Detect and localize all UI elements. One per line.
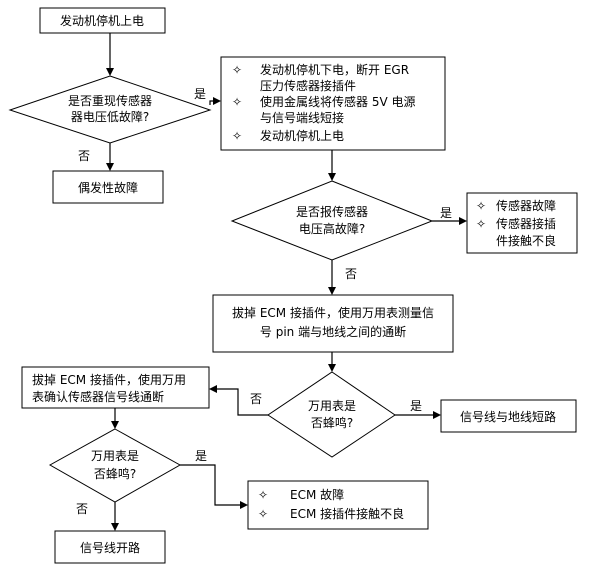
node-check-signal-line-1: 拔掉 ECM 接插件，使用万用 bbox=[32, 372, 186, 387]
node-check-ecm-line-1: 拔掉 ECM 接插件，使用万用表测量信 bbox=[232, 305, 434, 320]
edge-label-yes: 是 bbox=[440, 206, 452, 220]
step-3-line-1: 发动机停机上电 bbox=[260, 128, 344, 143]
bullet-glyph: ✧ bbox=[476, 199, 486, 213]
arrowhead bbox=[111, 421, 119, 429]
decision-q2-line-1: 是否报传感器 bbox=[296, 204, 368, 219]
sensor-fault-2-line-2: 件接触不良 bbox=[496, 233, 556, 248]
arrowhead bbox=[111, 523, 119, 531]
node-open-circuit-label: 信号线开路 bbox=[80, 540, 140, 555]
edge-q1-to-steps1 bbox=[209, 100, 214, 105]
arrowhead bbox=[106, 163, 114, 171]
node-ecm-faults: ✧ ECM 故障 ✧ ECM 接插件接触不良 bbox=[247, 480, 429, 530]
bullet-glyph: ✧ bbox=[258, 488, 268, 502]
decision-q4: 万用表是 否蜂鸣? bbox=[48, 428, 182, 503]
bullet-glyph: ✧ bbox=[476, 217, 486, 231]
step-1-line-1: 发动机停机下电，断开 EGR bbox=[260, 62, 409, 77]
decision-q3-line-1: 万用表是 bbox=[308, 399, 356, 413]
arrowhead bbox=[240, 501, 248, 509]
decision-q1-line-2: 器电压低故障? bbox=[71, 109, 149, 124]
node-check-signal-line: 拔掉 ECM 接插件，使用万用 表确认传感器信号线通断 bbox=[21, 366, 210, 409]
node-check-signal-line-2: 表确认传感器信号线通断 bbox=[32, 389, 164, 404]
node-check-ecm: 拔掉 ECM 接插件，使用万用表测量信 号 pin 端与地线之间的通断 bbox=[212, 294, 454, 353]
arrowhead bbox=[328, 364, 336, 372]
arrowhead bbox=[328, 173, 336, 181]
edge-label-no: 否 bbox=[76, 502, 88, 516]
bullet-glyph: ✧ bbox=[232, 63, 242, 77]
bullet-glyph: ✧ bbox=[258, 507, 268, 521]
decision-q1: 是否重现传感器 器电压低故障? bbox=[8, 75, 212, 144]
step-1-line-2: 压力传感器接插件 bbox=[260, 78, 356, 93]
arrowhead bbox=[106, 68, 114, 76]
bullet-glyph: ✧ bbox=[232, 95, 242, 109]
decision-q2: 是否报传感器 电压高故障? bbox=[230, 180, 434, 261]
node-check-ecm-line-2: 号 pin 端与地线之间的通断 bbox=[260, 324, 406, 339]
arrowhead bbox=[328, 287, 336, 295]
node-intermittent-fault-label: 偶发性故障 bbox=[78, 180, 138, 195]
node-sensor-faults: ✧ 传感器故障 ✧ 传感器接插 件接触不良 bbox=[466, 192, 578, 254]
edge-label-no: 否 bbox=[250, 392, 262, 406]
ecm-fault-2: ECM 接插件接触不良 bbox=[290, 506, 404, 521]
bullet-glyph: ✧ bbox=[232, 129, 242, 143]
decision-q4-line-2: 否蜂鸣? bbox=[94, 466, 136, 481]
node-short-to-ground-label: 信号线与地线短路 bbox=[460, 409, 556, 424]
step-2-line-1: 使用金属线将传感器 5V 电源 bbox=[260, 94, 415, 109]
edges bbox=[106, 33, 467, 531]
node-short-to-ground: 信号线与地线短路 bbox=[440, 399, 577, 433]
decision-q2-line-2: 电压高故障? bbox=[299, 221, 365, 236]
decision-q1-line-1: 是否重现传感器 bbox=[68, 93, 152, 108]
edge-label-yes: 是 bbox=[410, 399, 422, 413]
node-steps-1: ✧ 发动机停机下电，断开 EGR 压力传感器接插件 ✧ 使用金属线将传感器 5V… bbox=[220, 56, 446, 151]
node-open-circuit: 信号线开路 bbox=[54, 530, 166, 564]
sensor-fault-1: 传感器故障 bbox=[496, 198, 556, 213]
edge-label-yes: 是 bbox=[195, 449, 207, 463]
edge-q3-to-check-signal bbox=[216, 388, 268, 416]
node-intermittent-fault: 偶发性故障 bbox=[52, 170, 164, 204]
sensor-fault-2-line-1: 传感器接插 bbox=[496, 216, 556, 231]
edge-label-yes: 是 bbox=[194, 87, 206, 101]
edge-labels: 是 否 是 否 是 否 是 否 bbox=[76, 87, 452, 516]
arrowhead bbox=[213, 97, 221, 105]
step-2-line-2: 与信号端线短接 bbox=[260, 110, 344, 125]
edge-label-no: 否 bbox=[345, 267, 357, 281]
node-start: 发动机停机上电 bbox=[39, 7, 166, 34]
edge-label-no: 否 bbox=[78, 149, 90, 163]
decision-q3: 万用表是 否蜂鸣? bbox=[267, 371, 396, 458]
arrowhead bbox=[459, 217, 467, 225]
node-start-label: 发动机停机上电 bbox=[60, 13, 144, 28]
arrowhead bbox=[433, 411, 441, 419]
arrowhead bbox=[209, 385, 217, 393]
edge-q4-to-ecm-faults bbox=[180, 464, 241, 506]
decision-q4-line-1: 万用表是 bbox=[91, 449, 139, 463]
decision-q3-line-2: 否蜂鸣? bbox=[311, 415, 353, 430]
ecm-fault-1: ECM 故障 bbox=[290, 487, 344, 502]
